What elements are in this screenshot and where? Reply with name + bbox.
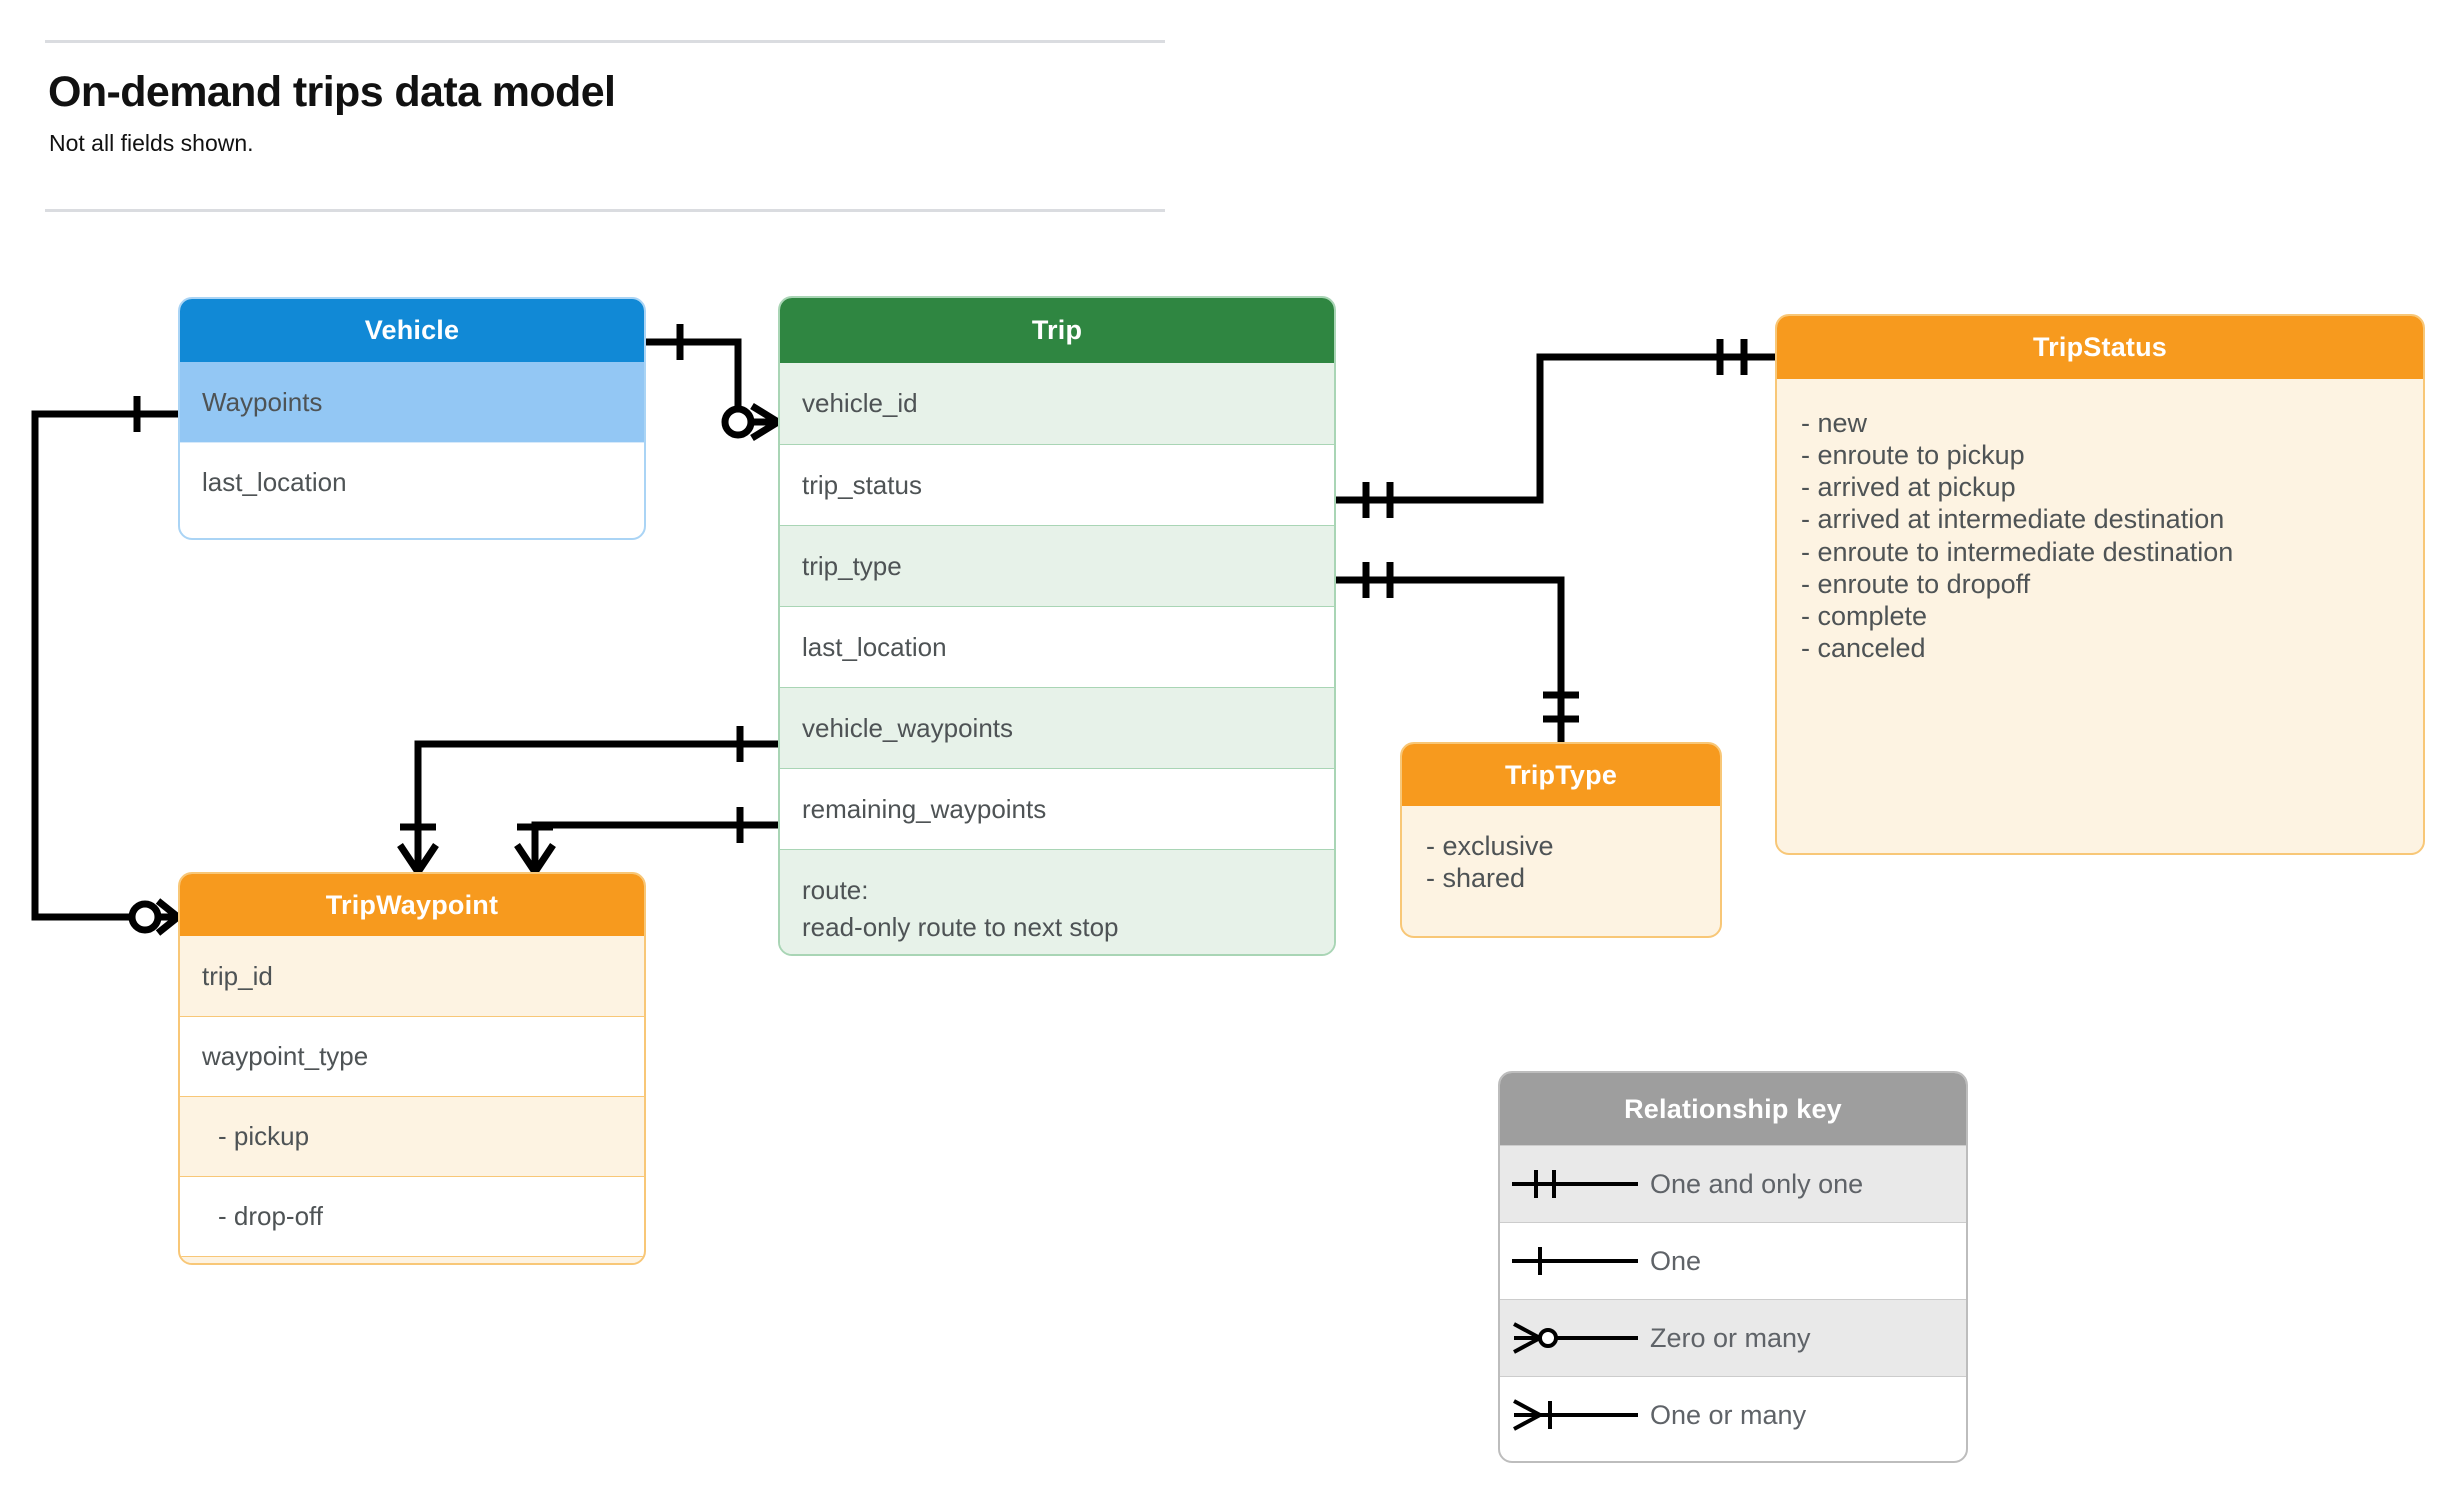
legend-label-zero-or-many: Zero or many: [1650, 1322, 1811, 1353]
field-trip-route[interactable]: route: read-only route to next stop: [780, 849, 1334, 954]
entity-trip-body: vehicle_id trip_status trip_type last_lo…: [780, 363, 1334, 954]
entity-triptype-title: TripType: [1402, 744, 1720, 806]
connector-trip-vehiclewaypoints: [414, 740, 778, 872]
zero-or-many-icon: [1500, 1318, 1650, 1358]
field-trip-route-description: read-only route to next stop: [802, 911, 1119, 942]
enum-tripstatus-enroute-dropoff: - enroute to dropoff: [1801, 568, 2031, 599]
crowsfoot-tripwaypoint-top-b: [514, 843, 556, 874]
header-divider-top: [45, 40, 1165, 43]
legend-row-zero-or-many: Zero or many: [1500, 1299, 1966, 1376]
entity-tripwaypoint[interactable]: TripWaypoint trip_id waypoint_type - pic…: [178, 872, 646, 1265]
entity-vehicle-body: Waypoints last_location: [180, 362, 644, 522]
legend-row-one: One: [1500, 1222, 1966, 1299]
field-tripwaypoint-waypoint-type[interactable]: waypoint_type: [180, 1016, 644, 1096]
connector-vehicle-waypoints-tripwaypoint: [31, 410, 178, 921]
entity-triptype-values: - exclusive - shared: [1402, 806, 1720, 894]
one-and-only-one-icon: [1500, 1164, 1650, 1204]
zero-marker-tripwaypoint: [128, 900, 162, 934]
field-trip-trip-status[interactable]: trip_status: [780, 444, 1334, 525]
field-trip-last-location[interactable]: last_location: [780, 606, 1334, 687]
field-vehicle-last-location[interactable]: last_location: [180, 442, 644, 522]
enum-tripstatus-arrived-pickup: - arrived at pickup: [1801, 472, 2016, 503]
enum-tripwaypoint-pickup[interactable]: - pickup: [180, 1096, 644, 1176]
field-tripwaypoint-trip-id[interactable]: trip_id: [180, 936, 644, 1016]
enum-tripstatus-complete: - complete: [1801, 600, 1928, 631]
enum-tripstatus-enroute-pickup: - enroute to pickup: [1801, 440, 2025, 471]
crowsfoot-trip-vehicleid: [750, 403, 780, 441]
legend-row-one-or-many: One or many: [1500, 1376, 1966, 1453]
field-trip-remaining-waypoints[interactable]: remaining_waypoints: [780, 768, 1334, 849]
header-divider-bottom: [45, 209, 1165, 212]
one-icon: [1500, 1241, 1650, 1281]
entity-tripstatus-values: - new - enroute to pickup - arrived at p…: [1777, 379, 2423, 664]
connector-trip-triptype: [1336, 576, 1565, 742]
entity-trip-title: Trip: [780, 298, 1334, 363]
entity-tripwaypoint-title: TripWaypoint: [180, 874, 644, 936]
crowsfoot-tripwaypoint-top-a: [397, 843, 439, 874]
enum-tripwaypoint-intermediate[interactable]: - intermediate: [180, 1256, 644, 1263]
connector-vehicle-trip: [646, 338, 742, 422]
crowsfoot-tripwaypoint-left: [155, 898, 181, 936]
entity-tripwaypoint-body: trip_id waypoint_type - pickup - drop-of…: [180, 936, 644, 1263]
legend-label-one-and-only-one: One and only one: [1650, 1168, 1864, 1199]
page-title: On-demand trips data model: [48, 68, 616, 116]
enum-tripstatus-new: - new: [1801, 408, 1868, 438]
entity-trip[interactable]: Trip vehicle_id trip_status trip_type la…: [778, 296, 1336, 956]
field-vehicle-waypoints[interactable]: Waypoints: [180, 362, 644, 442]
connector-trip-tripstatus: [1336, 353, 1775, 504]
entity-tripstatus[interactable]: TripStatus - new - enroute to pickup - a…: [1775, 314, 2425, 855]
field-trip-vehicle-id[interactable]: vehicle_id: [780, 363, 1334, 444]
enum-tripstatus-arrived-intermediate: - arrived at intermediate destination: [1801, 504, 2225, 535]
field-trip-route-label: route:: [802, 875, 869, 905]
enum-triptype-exclusive: - exclusive: [1426, 831, 1554, 861]
relationship-key-legend: Relationship key One and only one One: [1498, 1071, 1968, 1463]
page-subtitle: Not all fields shown.: [49, 130, 254, 156]
enum-triptype-shared: - shared: [1426, 863, 1526, 894]
legend-label-one: One: [1650, 1245, 1702, 1276]
zero-marker-trip-vehicleid: [721, 405, 755, 439]
connector-trip-remainingwaypoints: [531, 821, 778, 872]
enum-tripstatus-canceled: - canceled: [1801, 632, 1926, 663]
enum-tripstatus-enroute-intermediate: - enroute to intermediate destination: [1801, 536, 2234, 567]
legend-row-one-and-only-one: One and only one: [1500, 1145, 1966, 1222]
enum-tripwaypoint-dropoff[interactable]: - drop-off: [180, 1176, 644, 1256]
entity-vehicle[interactable]: Vehicle Waypoints last_location: [178, 297, 646, 540]
entity-tripstatus-title: TripStatus: [1777, 316, 2423, 379]
field-trip-trip-type[interactable]: trip_type: [780, 525, 1334, 606]
one-or-many-icon: [1500, 1395, 1650, 1435]
legend-label-one-or-many: One or many: [1650, 1399, 1807, 1430]
field-trip-vehicle-waypoints[interactable]: vehicle_waypoints: [780, 687, 1334, 768]
relationship-key-title: Relationship key: [1500, 1073, 1966, 1145]
entity-vehicle-title: Vehicle: [180, 299, 644, 362]
entity-triptype[interactable]: TripType - exclusive - shared: [1400, 742, 1722, 938]
